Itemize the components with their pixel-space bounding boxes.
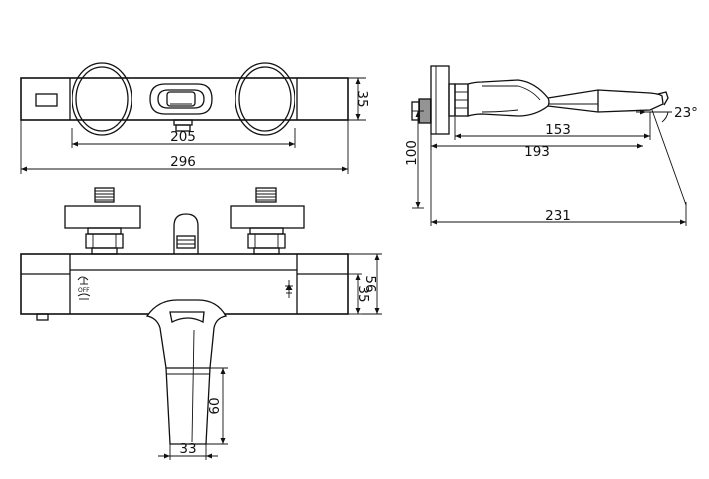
front-bottom-stub bbox=[36, 313, 49, 321]
side-231-dimension: 231 bbox=[430, 134, 687, 226]
temperature-arrow-icon bbox=[285, 284, 293, 290]
top-height-dimension: 35 bbox=[348, 77, 370, 121]
dim-side-100: 100 bbox=[404, 140, 420, 166]
front-center-cap bbox=[173, 213, 199, 254]
side-193-dimension: 193 bbox=[430, 134, 643, 160]
front-view: OFF 35 bbox=[20, 187, 382, 460]
off-label: OFF bbox=[78, 287, 90, 294]
side-angle-annotation: 23° bbox=[636, 105, 698, 206]
bath-icon bbox=[77, 276, 89, 281]
side-spout-dimension: 153 bbox=[454, 112, 651, 140]
spout-length-dimension: 60 bbox=[206, 367, 228, 445]
front-left-inlet bbox=[64, 187, 141, 255]
front-body-height-dimension: 35 bbox=[348, 273, 371, 315]
top-view-left-knob bbox=[72, 62, 132, 136]
side-view-spout bbox=[547, 89, 664, 113]
dim-front-total-height: 56 bbox=[362, 275, 378, 292]
dim-side-193: 193 bbox=[524, 144, 550, 160]
dim-side-231: 231 bbox=[545, 208, 571, 224]
dim-top-total-width: 296 bbox=[170, 154, 196, 170]
side-view-wall-plate bbox=[430, 65, 450, 135]
front-right-inlet bbox=[230, 187, 305, 255]
dim-top-height: 35 bbox=[354, 90, 370, 107]
top-view-right-knob bbox=[235, 62, 295, 136]
dim-spout-width: 33 bbox=[179, 441, 196, 457]
front-total-height-dimension: 56 bbox=[348, 253, 382, 315]
dim-front-body-height: 35 bbox=[355, 285, 371, 302]
front-temperature-marking bbox=[285, 280, 293, 298]
dim-top-inner-width: 205 bbox=[170, 129, 196, 145]
shower-icon bbox=[77, 293, 91, 297]
top-view: 35 205 296 bbox=[20, 62, 370, 174]
side-view: 153 193 100 231 bbox=[404, 65, 698, 226]
dim-side-153: 153 bbox=[545, 122, 571, 138]
spout-width-dimension: 33 bbox=[158, 441, 218, 460]
top-total-width-dimension: 296 bbox=[20, 120, 349, 174]
side-height-dimension: 100 bbox=[404, 110, 424, 209]
front-selector-markings: OFF bbox=[77, 276, 91, 300]
dim-side-angle: 23° bbox=[674, 105, 698, 121]
top-inner-width-dimension: 205 bbox=[71, 128, 296, 148]
top-view-indicator-window bbox=[35, 93, 58, 107]
dim-spout-length: 60 bbox=[207, 397, 223, 414]
front-spout bbox=[145, 299, 228, 445]
top-view-outlet bbox=[149, 83, 213, 115]
side-view-handle bbox=[467, 79, 550, 117]
